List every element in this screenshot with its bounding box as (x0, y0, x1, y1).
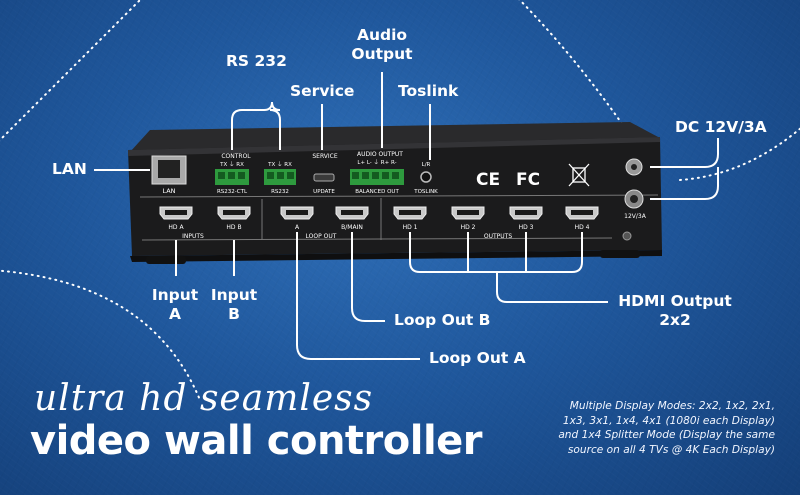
outputs-label: OUTPUTS (484, 233, 512, 240)
control-label: CONTROL (221, 153, 251, 160)
hdmi-port-6: HD 2 (451, 206, 485, 231)
input-b-callout-line1: Input (210, 286, 258, 304)
audio-output-callout: Audio Output (336, 26, 428, 64)
audio-output-callout-line1: Audio (356, 26, 408, 44)
service-callout: Service (290, 82, 355, 100)
hdmi-port-7: HD 3 (509, 206, 543, 231)
hdmi-port-label: HD 2 (461, 224, 476, 231)
callout-lines (94, 72, 719, 360)
audio-output-callout-line2: Output (351, 45, 413, 63)
hdmi-port-label: HD A (168, 224, 184, 231)
hdmi-port-label: HD B (226, 224, 241, 231)
hdmi-output-callout-line2: 2x2 (659, 311, 691, 329)
foot-right (600, 250, 640, 258)
rs232-ctl-terminal (215, 169, 249, 185)
weee-bin-icon (568, 163, 590, 187)
balanced-out-label: BALANCED OUT (355, 189, 399, 195)
hdmi-ports: HD A HD B A B/MAIN HD 1 HD 2 HD 3 HD 4 (159, 206, 599, 231)
input-a-callout: Input A (146, 286, 204, 324)
toslink-callout: Toslink (398, 82, 459, 100)
decor-arc-bottom-left (0, 269, 201, 401)
input-b-callout-line2: B (228, 305, 240, 323)
update-usb-port (313, 173, 335, 182)
rs232-label: RS232 (271, 189, 289, 195)
decor-arc-right (679, 127, 800, 181)
decor-arc-top-left (0, 0, 142, 142)
hdmi-port-label: HD 1 (403, 224, 418, 231)
rs232-terminal (264, 169, 296, 185)
audio-pins: L+ L- ⏚ R+ R- (357, 159, 396, 166)
ce-mark: CE (476, 170, 500, 190)
display-modes-line1: Multiple Display Modes: 2x2, 1x2, 2x1, (569, 400, 775, 412)
toslink-jack (420, 171, 432, 183)
lan-port-label: LAN (162, 187, 175, 195)
rs232-ctl-label: RS232-CTL (217, 189, 248, 195)
loop-out-b-callout: Loop Out B (394, 311, 491, 329)
inputs-label: INPUTS (182, 233, 204, 240)
fcc-mark: FC (516, 170, 540, 190)
hdmi-port-label: B/MAIN (341, 224, 363, 231)
hdmi-port-label: HD 3 (519, 224, 534, 231)
tagline-headline: video wall controller (30, 418, 483, 464)
rs232-pins: TX ⏚ RX (267, 161, 292, 168)
display-modes-text: Multiple Display Modes: 2x2, 1x2, 2x1, 1… (492, 399, 775, 457)
hdmi-port-4: B/MAIN (335, 206, 369, 231)
loop-out-label: LOOP OUT (306, 233, 337, 240)
toslink-panel-label: TOSLINK (413, 189, 438, 195)
hdmi-port-8: HD 4 (565, 206, 599, 231)
dc-power-jack (624, 158, 644, 209)
hdmi-output-callout-line1: HDMI Output (618, 292, 732, 310)
display-modes-line2: 1x3, 3x1, 1x4, 4x1 (1080i each Display) (562, 414, 775, 427)
hdmi-port-label: HD 4 (575, 224, 590, 231)
tagline-script: ultra hd seamless (34, 378, 374, 419)
service-panel-label: SERVICE (312, 153, 338, 160)
audio-output-panel-label: AUDIO OUTPUT (357, 151, 403, 158)
lr-label: L/R (422, 162, 431, 168)
update-label: UPDATE (313, 189, 335, 195)
power-panel-label: 12V/3A (624, 213, 647, 220)
foot-left (146, 256, 186, 264)
input-a-callout-line1: Input (151, 286, 199, 304)
hdmi-port-5: HD 1 (393, 206, 427, 231)
display-modes-line4: source on all 4 TVs @ 4K Each Display) (567, 443, 775, 456)
display-modes-line3: and 1x4 Splitter Mode (Display the same (558, 429, 775, 442)
lan-port: LAN (151, 155, 187, 195)
balanced-out-terminal (350, 169, 404, 185)
lan-callout: LAN (52, 160, 87, 178)
hdmi-port-1: HD A (159, 206, 193, 231)
input-a-callout-line2: A (169, 305, 181, 323)
input-b-callout: Input B (205, 286, 263, 324)
loop-out-a-callout: Loop Out A (429, 349, 526, 367)
ground-screw (622, 231, 632, 241)
dc-callout: DC 12V/3A (675, 118, 767, 136)
hdmi-port-3: A (280, 206, 314, 231)
device-body (128, 122, 662, 262)
hdmi-output-callout: HDMI Output 2x2 (610, 292, 740, 330)
rs232-callout: RS 232 (226, 52, 287, 70)
rs232-ctl-pins: TX ⏚ RX (219, 161, 244, 168)
hdmi-port-2: HD B (217, 206, 251, 231)
hdmi-port-label: A (295, 224, 300, 231)
